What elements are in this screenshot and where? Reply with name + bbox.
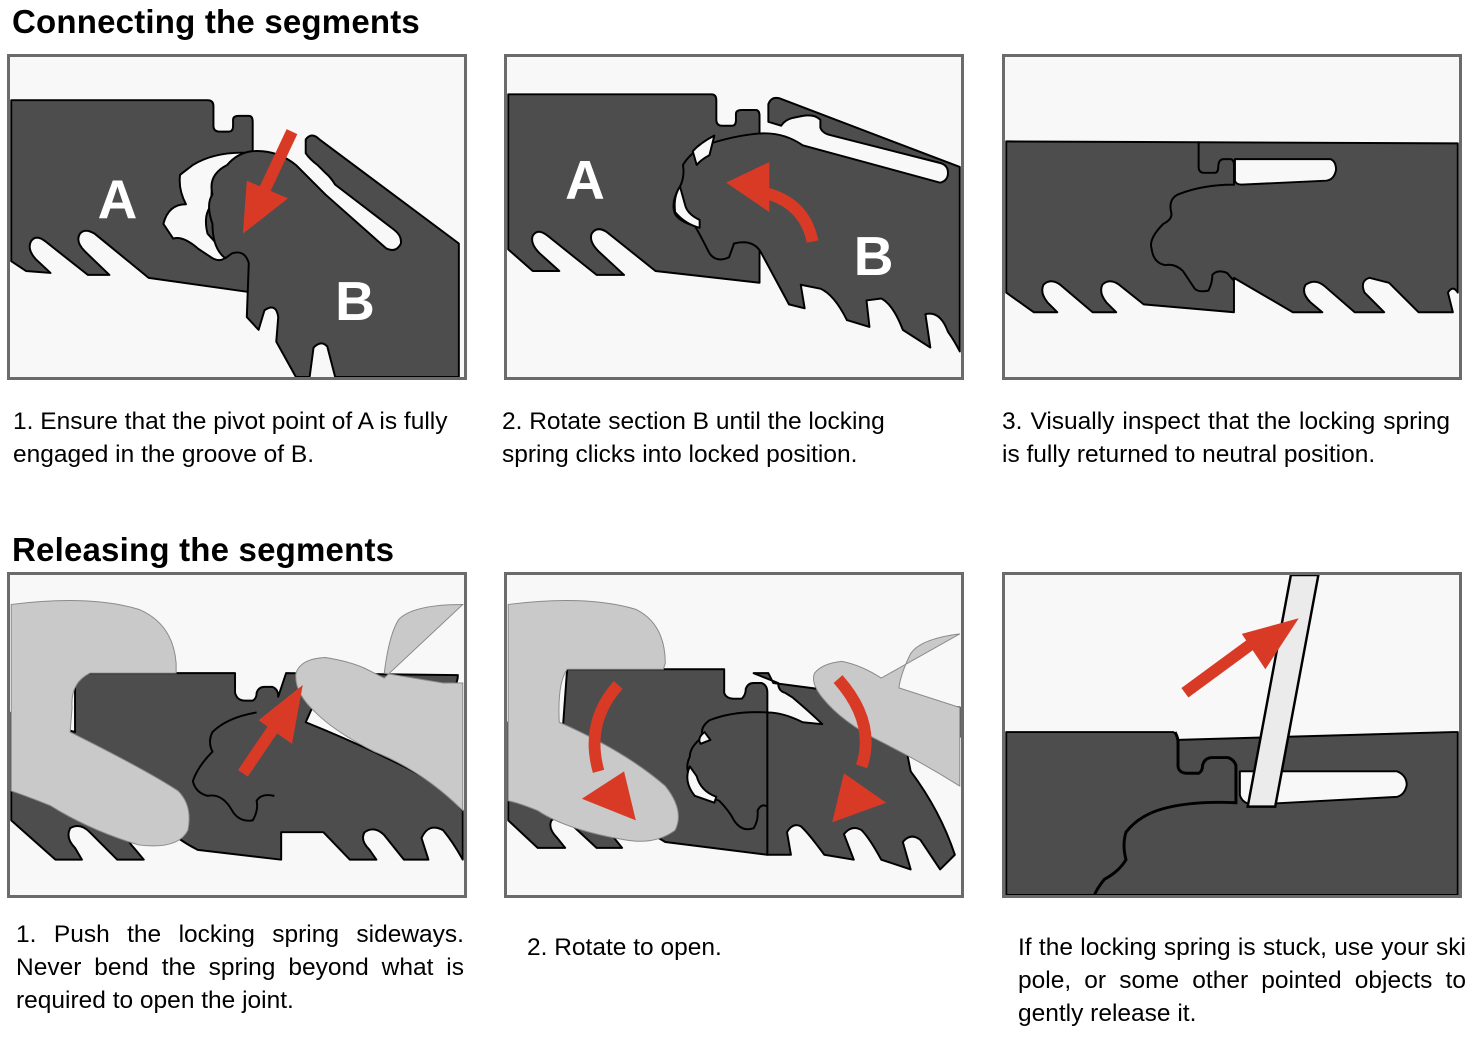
arrow-down-left-icon xyxy=(242,129,298,234)
label-b: B xyxy=(854,225,894,287)
label-b: B xyxy=(335,270,375,332)
section-title-releasing: Releasing the segments xyxy=(12,531,395,568)
ski-pole xyxy=(1246,575,1320,808)
caption-release-step-2: 2. Rotate to open. xyxy=(527,934,722,961)
joined-segments xyxy=(1005,731,1459,895)
caption-release-step-3: If the locking spring is stuck, use your… xyxy=(1018,934,1466,1027)
label-a: A xyxy=(565,148,605,210)
segment-b xyxy=(208,134,460,377)
connect-step-1-drawing: A B xyxy=(10,99,460,377)
illustration-connect-step-2: A B xyxy=(504,54,964,380)
illustration-release-step-3 xyxy=(1002,572,1462,898)
release-step-3-drawing xyxy=(1005,575,1459,895)
arrow-up-right-icon xyxy=(238,684,303,777)
left-thumb xyxy=(10,600,190,847)
rotate-down-left-arrow-icon xyxy=(581,681,636,821)
locking-spring-slot xyxy=(1233,158,1338,186)
right-thumb xyxy=(295,603,464,812)
illustration-release-step-2 xyxy=(504,572,964,898)
pivot-gap xyxy=(691,134,716,166)
locking-spring-slot xyxy=(1238,770,1408,806)
caption-connect-step-2: 2. Rotate section B until the locking sp… xyxy=(502,408,885,468)
segment-a xyxy=(507,93,761,284)
rotate-down-right-arrow-icon xyxy=(832,675,887,823)
right-thumb xyxy=(813,633,961,787)
illustration-connect-step-1: A B xyxy=(7,54,467,380)
joined-segments xyxy=(1005,140,1459,314)
left-thumb xyxy=(507,600,679,842)
rotate-counterclockwise-arrow-icon xyxy=(726,162,819,243)
connect-step-2-drawing: A B xyxy=(507,93,961,353)
label-a: A xyxy=(98,168,138,230)
illustration-connect-step-3 xyxy=(1002,54,1462,380)
illustration-release-step-1 xyxy=(7,572,467,898)
caption-release-step-1: 1. Push the locking spring sideways. Nev… xyxy=(16,921,464,1014)
release-step-1-drawing xyxy=(10,600,464,861)
release-step-2-drawing xyxy=(507,600,961,871)
caption-connect-step-1: 1. Ensure that the pivot point of A is f… xyxy=(13,408,448,468)
arrow-up-right-icon xyxy=(1181,618,1299,698)
caption-connect-step-3: 3. Visually inspect that the locking spr… xyxy=(1002,408,1450,468)
connect-step-3-drawing xyxy=(1005,140,1459,314)
section-title-connecting: Connecting the segments xyxy=(12,3,420,40)
